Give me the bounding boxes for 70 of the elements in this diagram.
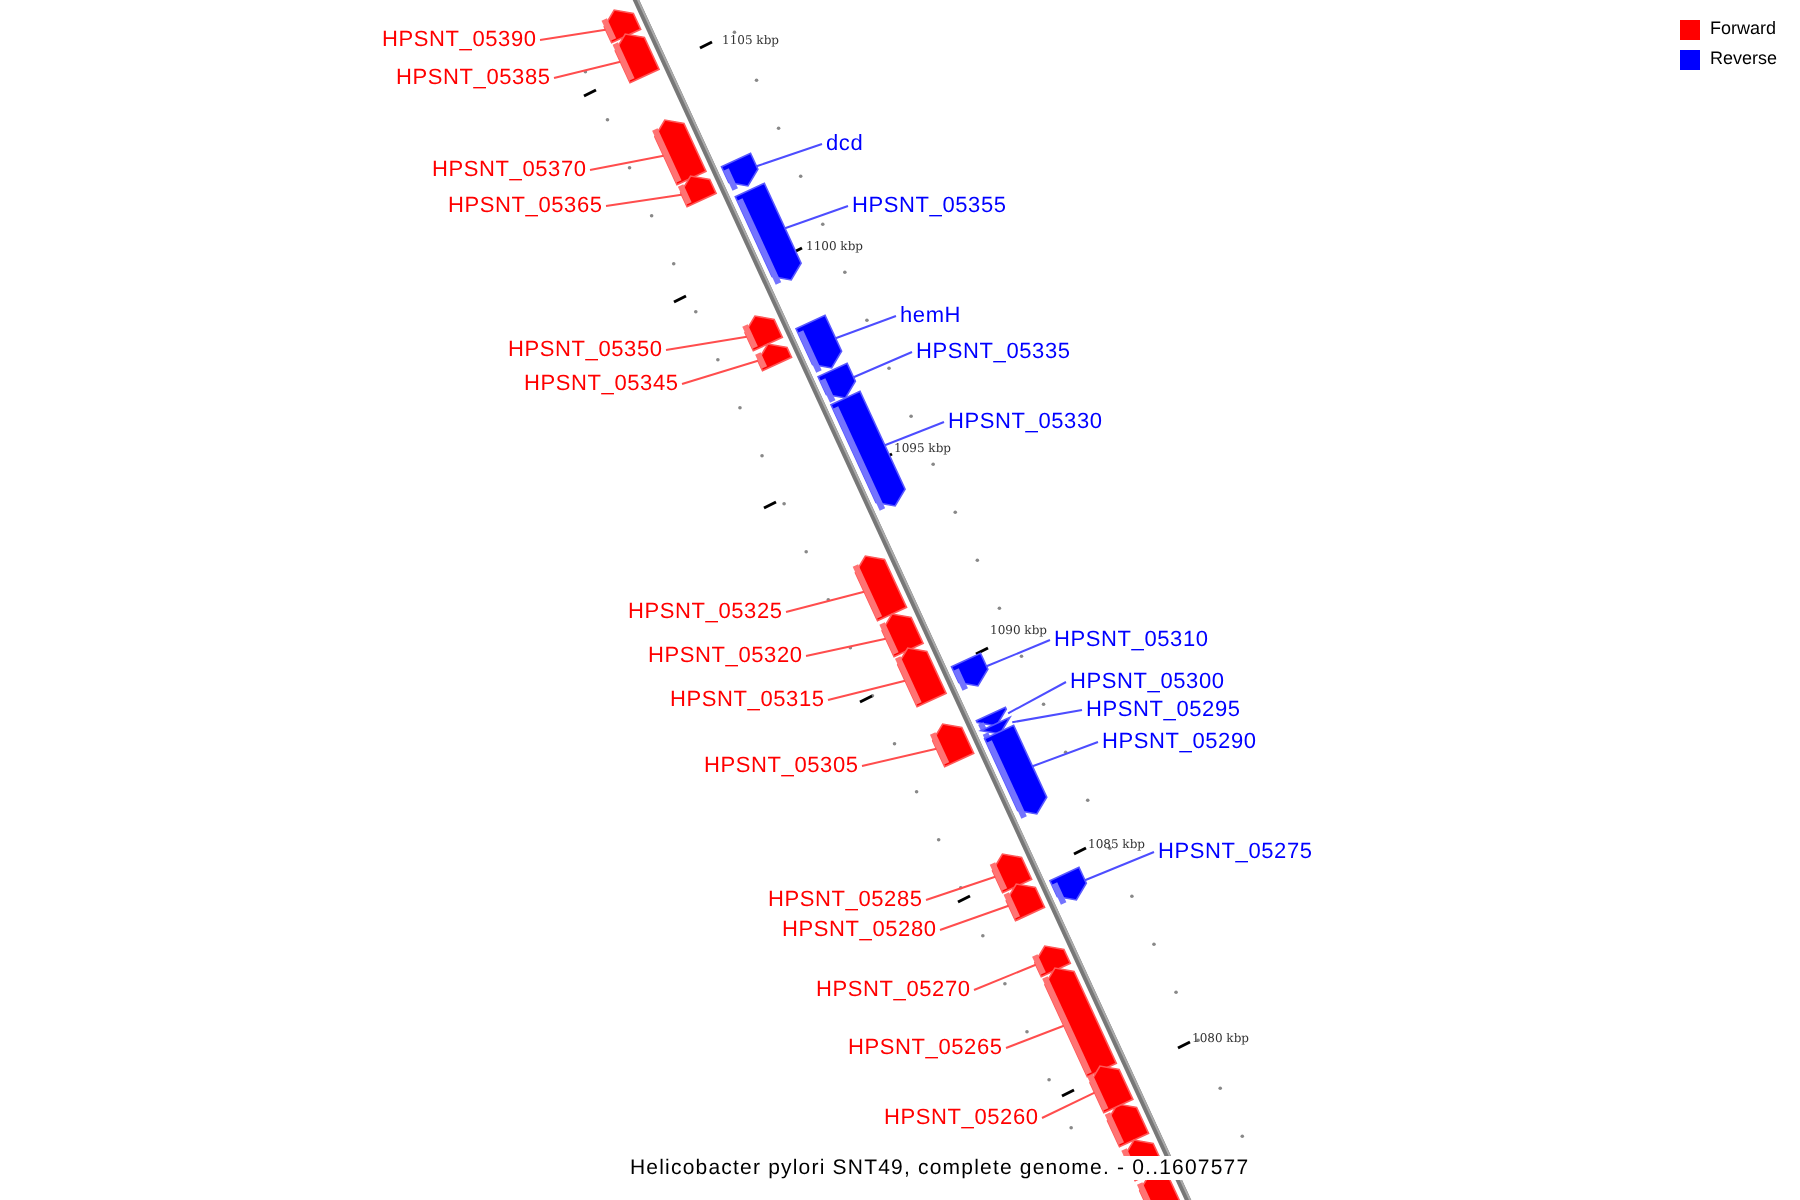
legend-label: Reverse	[1710, 48, 1778, 68]
gene-label: HPSNT_05290	[1102, 730, 1257, 754]
gene-label: HPSNT_05330	[948, 410, 1103, 434]
leader-line	[665, 335, 748, 351]
leader-line	[589, 154, 665, 171]
gene-block	[975, 706, 1008, 731]
leader-line	[925, 875, 997, 901]
gene-label: HPSNT_05315	[670, 688, 825, 712]
leader-line	[1007, 681, 1067, 715]
gene-label: HPSNT_05370	[432, 158, 587, 182]
leader-line	[1041, 1091, 1096, 1119]
leader-line	[861, 747, 938, 767]
leader-line	[827, 679, 907, 701]
leader-line	[883, 421, 945, 447]
gene-label: HPSNT_05390	[382, 28, 537, 52]
leader-line	[785, 590, 866, 613]
leader-line	[805, 637, 887, 657]
leader-line	[939, 904, 1010, 931]
gene-label: HPSNT_05320	[648, 644, 803, 668]
gene-label: HPSNT_05335	[916, 340, 1071, 364]
leader-line	[553, 60, 622, 79]
gene-block	[852, 555, 908, 622]
gene-block	[612, 33, 661, 84]
leader-line	[852, 351, 913, 379]
gene-block	[677, 175, 718, 208]
gene-label: HPSNT_05295	[1086, 698, 1241, 722]
leader-line	[539, 28, 607, 41]
leader-line	[1011, 709, 1083, 724]
gene-block	[1042, 967, 1118, 1078]
gene-block	[1003, 883, 1046, 922]
gene-label: HPSNT_05285	[768, 888, 923, 912]
gene-block	[1048, 866, 1088, 905]
gene-block	[983, 724, 1048, 819]
gene-block	[794, 314, 843, 373]
leader-line	[973, 963, 1037, 991]
gene-label: HPSNT_05270	[816, 978, 971, 1002]
gene-block	[1087, 1065, 1134, 1114]
gene-label: HPSNT_05305	[704, 754, 859, 778]
gene-label: HPSNT_05345	[524, 372, 679, 396]
gene-label: HPSNT_05260	[884, 1106, 1039, 1130]
gene-block	[978, 716, 1011, 739]
gene-label: HPSNT_05355	[852, 194, 1007, 218]
leader-line	[605, 193, 683, 207]
gene-label: HPSNT_05385	[396, 66, 551, 90]
legend-label: Forward	[1710, 18, 1777, 38]
caption: Helicobacter pylori SNT49, complete genome. - 0..1607577	[626, 1156, 1254, 1180]
gene-block	[720, 152, 759, 191]
gene-label: HPSNT_05300	[1070, 670, 1225, 694]
gene-label: HPSNT_05275	[1158, 840, 1313, 864]
leader-line	[681, 359, 759, 385]
leader-line	[1031, 741, 1099, 768]
gene-label: HPSNT_05280	[782, 918, 937, 942]
gene-label: HPSNT_05365	[448, 194, 603, 218]
leader-line	[755, 143, 823, 168]
gene-label: HPSNT_05310	[1054, 628, 1209, 652]
gene-block	[895, 647, 948, 708]
leader-line	[784, 205, 849, 230]
gene-label: HPSNT_05350	[508, 338, 663, 362]
leader-line	[1005, 1024, 1065, 1049]
leader-line	[834, 315, 897, 340]
gene-label: dcd	[826, 132, 864, 156]
gene-block	[950, 652, 989, 691]
leader-line	[985, 639, 1051, 668]
gene-label: hemH	[900, 304, 962, 328]
leader-line	[1083, 851, 1155, 882]
gene-block	[929, 723, 975, 768]
gene-block	[755, 343, 793, 372]
gene-block	[734, 182, 803, 285]
gene-label: HPSNT_05265	[848, 1036, 1003, 1060]
gene-label: HPSNT_05325	[628, 600, 783, 624]
